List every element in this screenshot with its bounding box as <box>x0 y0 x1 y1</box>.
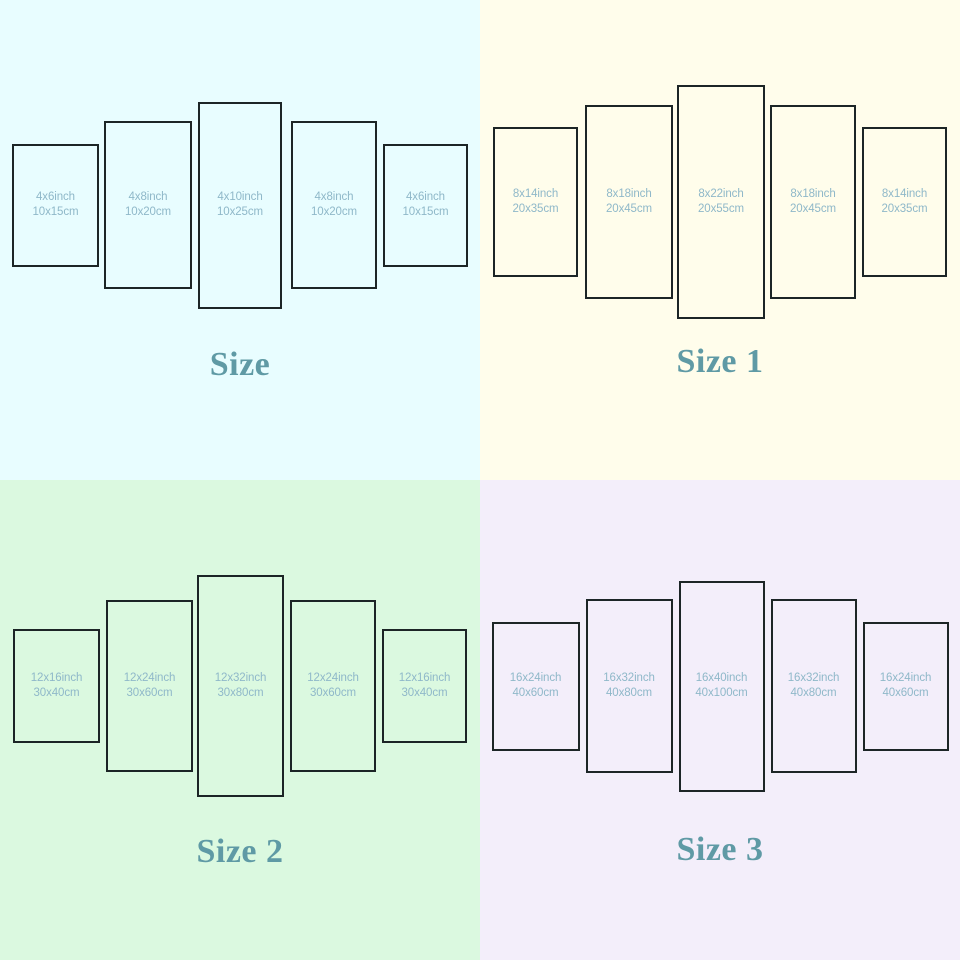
size-panel-label: 16x32inch 40x80cm <box>603 671 655 701</box>
size-panel[interactable]: 12x24inch 30x60cm <box>290 600 376 772</box>
size-panel[interactable]: 4x6inch 10x15cm <box>12 143 99 267</box>
group-title: Size 1 <box>676 343 764 380</box>
size-panel-inches: 16x40inch <box>695 672 748 685</box>
size-panel-inches: 16x32inch <box>787 672 840 685</box>
size-panel-inches: 4x8inch <box>128 191 168 204</box>
size-panel-centimeters: 40x60cm <box>512 687 559 699</box>
size-panel[interactable]: 12x32inch 30x80cm <box>197 575 284 797</box>
size-panel[interactable]: 12x24inch 30x60cm <box>106 600 193 772</box>
size-panel-label: 4x10inch 10x25cm <box>217 190 263 220</box>
size-panel[interactable]: 12x16inch 30x40cm <box>382 629 467 743</box>
size-panel-centimeters: 30x40cm <box>33 687 80 699</box>
group-title: Size <box>209 346 271 383</box>
size-panel-inches: 12x16inch <box>398 672 451 685</box>
size-panel-inches: 8x14inch <box>881 188 928 201</box>
size-panel[interactable]: 16x32inch 40x80cm <box>770 599 857 773</box>
size-panel-centimeters: 40x80cm <box>606 687 652 699</box>
size-panel-inches: 4x8inch <box>314 191 354 204</box>
size-panel-centimeters: 40x80cm <box>790 687 837 699</box>
size-panel-label: 8x14inch 20x35cm <box>882 187 928 217</box>
size-panel-centimeters: 20x35cm <box>881 203 928 215</box>
size-panel-centimeters: 20x35cm <box>512 203 559 215</box>
panel-strip: 8x14inch 20x35cm 8x18inch 20x45cm 8x22inch 20… <box>480 83 960 321</box>
size-panel-centimeters: 10x15cm <box>32 206 79 218</box>
size-panel[interactable]: 8x18inch 20x45cm <box>585 105 673 299</box>
size-panel-inches: 16x24inch <box>879 672 932 685</box>
size-panel-inches: 4x6inch <box>36 191 75 204</box>
size-panel-label: 8x14inch 20x35cm <box>513 187 559 217</box>
size-panel-centimeters: 10x20cm <box>311 206 357 218</box>
size-panel-label: 12x32inch 30x80cm <box>215 671 267 701</box>
size-panel-label: 16x40inch 40x100cm <box>695 671 747 701</box>
size-group-size: 4x6inch 10x15cm 4x8inch 10x20cm 4x10inch 10x2… <box>0 0 480 480</box>
size-panel-inches: 4x10inch <box>217 191 263 204</box>
size-panel-centimeters: 20x45cm <box>606 203 652 215</box>
size-panel-inches: 8x14inch <box>512 188 559 201</box>
size-panel-centimeters: 20x55cm <box>698 203 744 215</box>
size-panel-label: 12x16inch 30x40cm <box>31 671 83 701</box>
size-panel-inches: 4x6inch <box>406 191 445 204</box>
size-panel-inches: 8x18inch <box>606 188 652 201</box>
size-panel[interactable]: 8x14inch 20x35cm <box>862 127 947 277</box>
size-panel-centimeters: 20x45cm <box>790 203 836 215</box>
size-panel[interactable]: 16x32inch 40x80cm <box>585 599 673 773</box>
size-group-size-1: 8x14inch 20x35cm 8x18inch 20x45cm 8x22inch 20… <box>480 0 960 480</box>
size-panel[interactable]: 4x6inch 10x15cm <box>383 143 468 267</box>
size-panel-centimeters: 30x40cm <box>401 687 448 699</box>
size-group-size-3: 16x24inch 40x60cm 16x32inch 40x80cm 16x40inc… <box>480 480 960 960</box>
group-title: Size 2 <box>196 833 284 870</box>
size-panel[interactable]: 4x10inch 10x25cm <box>198 101 282 309</box>
panel-strip: 12x16inch 30x40cm 12x24inch 30x60cm 12x32inc… <box>0 574 480 798</box>
size-panel-inches: 12x24inch <box>123 672 176 685</box>
size-panel-label: 4x6inch 10x15cm <box>33 190 79 220</box>
size-panel-label: 4x6inch 10x15cm <box>403 190 449 220</box>
size-panel-label: 16x24inch 40x60cm <box>510 671 562 701</box>
size-panel[interactable]: 8x22inch 20x55cm <box>677 85 765 319</box>
panel-strip: 4x6inch 10x15cm 4x8inch 10x20cm 4x10inch 10x2… <box>0 95 480 315</box>
size-panel[interactable]: 4x8inch 10x20cm <box>291 121 377 289</box>
size-panel-label: 8x18inch 20x45cm <box>606 187 652 217</box>
size-panel[interactable]: 8x14inch 20x35cm <box>493 127 578 277</box>
size-panel[interactable]: 12x16inch 30x40cm <box>13 629 100 743</box>
size-panel-inches: 8x18inch <box>790 188 836 201</box>
size-panel-label: 16x24inch 40x60cm <box>880 671 932 701</box>
size-panel-inches: 12x24inch <box>307 672 359 685</box>
size-panel-label: 12x24inch 30x60cm <box>307 671 359 701</box>
size-panel-label: 4x8inch 10x20cm <box>311 190 357 220</box>
size-panel-inches: 16x32inch <box>603 672 655 685</box>
size-panel-label: 8x22inch 20x55cm <box>698 187 744 217</box>
size-panel-centimeters: 30x60cm <box>310 687 356 699</box>
size-panel[interactable]: 4x8inch 10x20cm <box>104 121 192 289</box>
size-panel-label: 4x8inch 10x20cm <box>125 190 171 220</box>
size-panel[interactable]: 8x18inch 20x45cm <box>770 105 856 299</box>
size-panel-inches: 12x32inch <box>214 672 267 685</box>
size-panel-centimeters: 30x60cm <box>126 687 173 699</box>
size-panel-label: 12x24inch 30x60cm <box>124 671 176 701</box>
size-panel-label: 16x32inch 40x80cm <box>788 671 840 701</box>
size-panel-centimeters: 40x60cm <box>882 687 929 699</box>
size-panel[interactable]: 16x24inch 40x60cm <box>862 621 949 751</box>
size-panel-centimeters: 10x15cm <box>402 206 449 218</box>
size-panel-label: 12x16inch 30x40cm <box>399 671 451 701</box>
size-panel[interactable]: 16x40inch 40x100cm <box>678 580 765 792</box>
size-panel-label: 8x18inch 20x45cm <box>790 187 836 217</box>
size-panel-centimeters: 10x20cm <box>125 206 171 218</box>
size-panel-inches: 16x24inch <box>509 672 562 685</box>
size-panel-inches: 12x16inch <box>30 672 83 685</box>
size-panel-centimeters: 10x25cm <box>217 206 263 218</box>
size-panel[interactable]: 16x24inch 40x60cm <box>491 621 580 751</box>
panel-strip: 16x24inch 40x60cm 16x32inch 40x80cm 16x40inc… <box>480 580 960 792</box>
group-title: Size 3 <box>676 831 764 868</box>
size-panel-centimeters: 30x80cm <box>217 687 264 699</box>
size-group-size-2: 12x16inch 30x40cm 12x24inch 30x60cm 12x32inc… <box>0 480 480 960</box>
size-panel-centimeters: 40x100cm <box>695 687 748 699</box>
size-panel-inches: 8x22inch <box>698 188 744 201</box>
